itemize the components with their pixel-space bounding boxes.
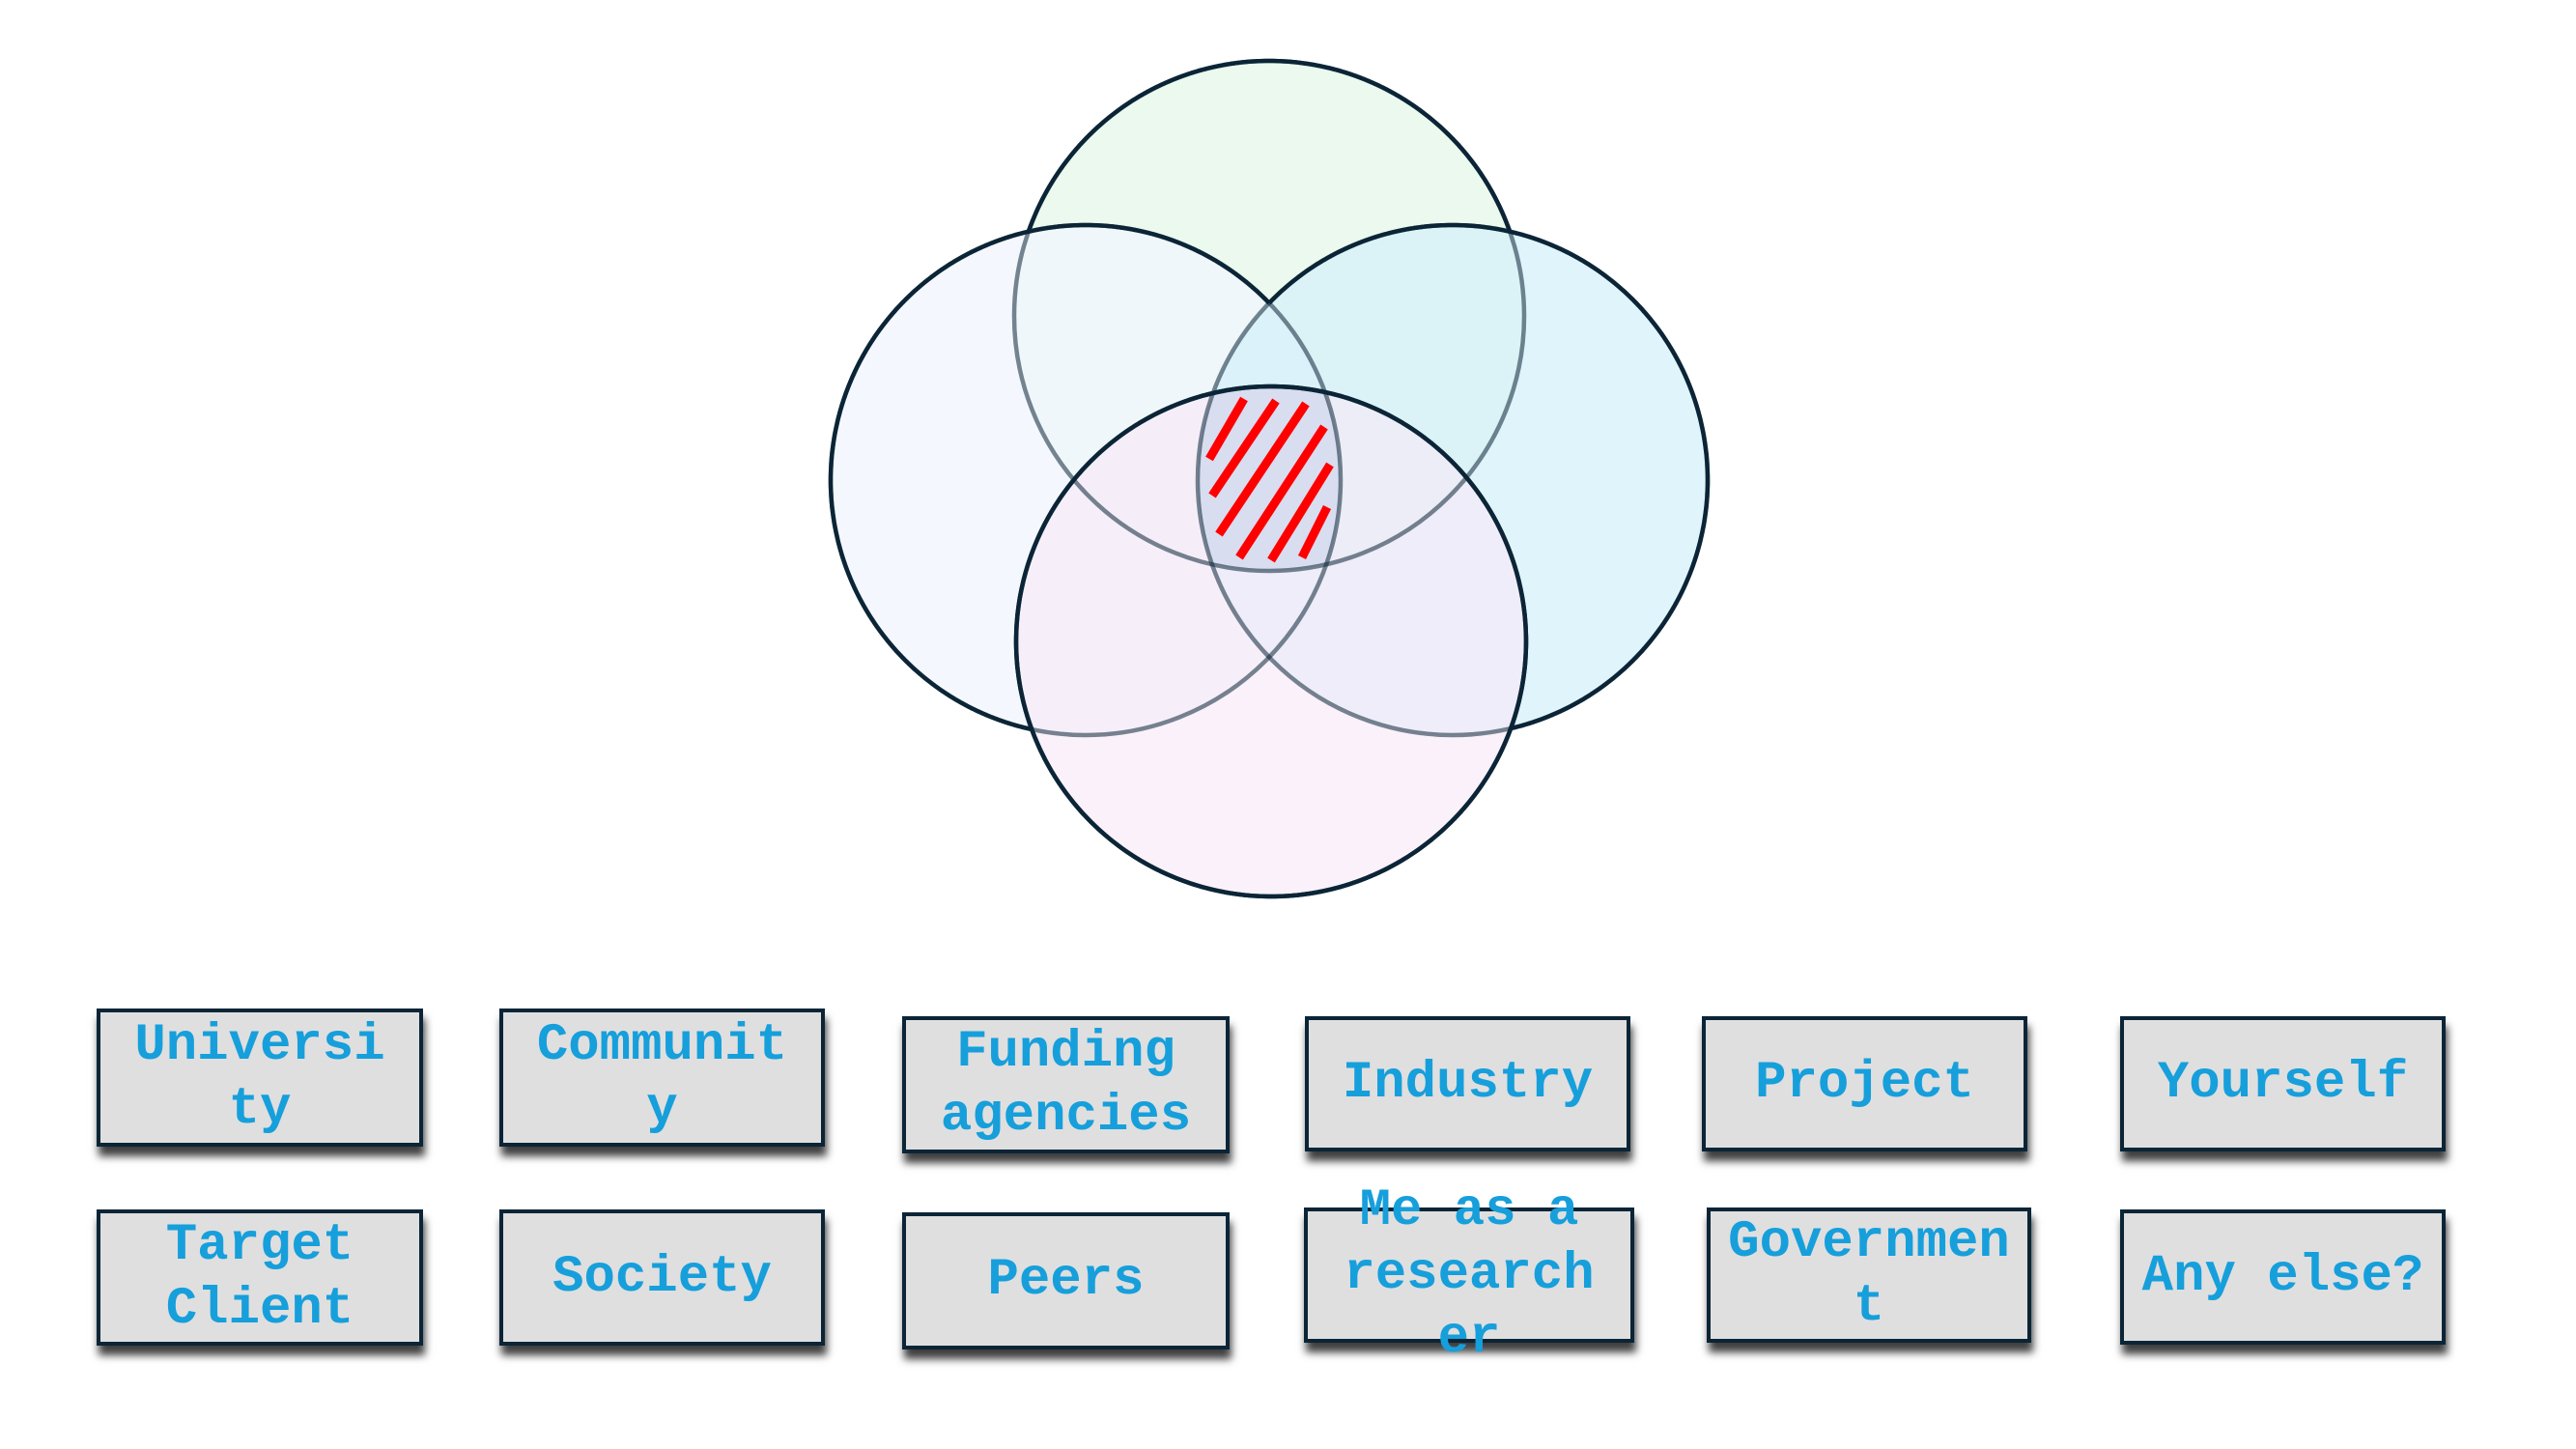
label-box-industry[interactable]: Industry [1305,1016,1630,1151]
circle-right-outer-arc [1267,222,1711,731]
hatch-stripe [1235,424,1328,560]
hatch-stripe [1208,398,1280,498]
label-box-any-else[interactable]: Any else? [2120,1209,2446,1345]
label-box-target-client[interactable]: Target Client [97,1209,423,1346]
label-box-university[interactable]: Universi ty [97,1009,423,1147]
label-text: Target Client [165,1215,354,1339]
label-text: Project [1755,1054,1974,1113]
hatch-stripe [1205,396,1248,462]
hatch-pattern [1205,396,1334,563]
label-text: Funding agencies [940,1023,1192,1146]
venn-diagram [828,58,1711,899]
label-text: Communit y [536,1015,788,1139]
label-box-community[interactable]: Communit y [499,1009,825,1147]
label-text: Society [552,1247,772,1307]
label-box-government[interactable]: Governmen t [1707,1208,2031,1343]
label-text: Me as a research er [1344,1181,1595,1368]
hatch-stripe [1215,401,1310,537]
circle-top-outer-arc [1026,58,1513,232]
circle-bottom-outer-arc [1013,384,1529,899]
hatch-stripe [1267,462,1334,563]
label-box-peers[interactable]: Peers [902,1212,1230,1350]
label-text: Any else? [2141,1247,2424,1306]
hatch-stripe [1297,504,1332,560]
label-box-yourself[interactable]: Yourself [2120,1016,2446,1151]
label-box-funding-agencies[interactable]: Funding agencies [902,1016,1230,1153]
label-text: Universi ty [134,1015,385,1139]
label-box-society[interactable]: Society [499,1209,825,1346]
circle-bottom [1016,386,1526,896]
label-text: Industry [1342,1054,1594,1113]
label-text: Yourself [2157,1054,2409,1113]
label-box-me-as-researcher[interactable]: Me as a research er [1304,1181,1634,1368]
label-text: Governmen t [1728,1213,2010,1336]
label-text: Peers [987,1251,1145,1310]
circle-left-outer-arc [828,222,1271,732]
label-box-project[interactable]: Project [1702,1016,2027,1151]
